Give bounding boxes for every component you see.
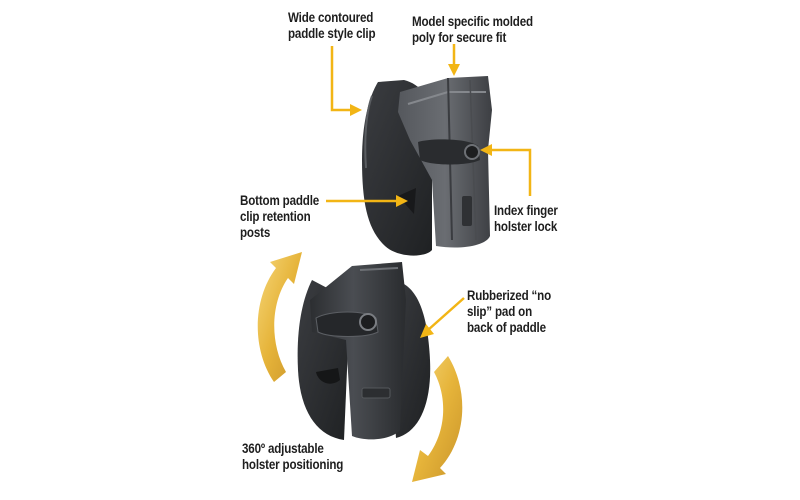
rotation-arrow-right xyxy=(412,356,463,482)
callout-index-finger-lock: Index finger holster lock xyxy=(494,203,558,234)
leader-lines xyxy=(326,44,532,338)
callout-rubberized-pad: Rubberized “no slip” pad on back of padd… xyxy=(467,288,552,335)
callout-bottom-retention-posts: Bottom paddle clip retention posts xyxy=(240,193,320,240)
callout-molded-poly: Model specific molded poly for secure fi… xyxy=(412,14,533,45)
top-index-lock xyxy=(418,139,480,165)
rotation-arrows xyxy=(257,252,463,482)
bottom-holster xyxy=(297,262,431,440)
callout-paddle-clip: Wide contoured paddle style clip xyxy=(288,10,376,41)
top-holster xyxy=(362,76,492,256)
callout-adjustable-positioning: 360º adjustable holster positioning xyxy=(242,441,344,472)
rotation-arrow-left xyxy=(257,252,302,382)
